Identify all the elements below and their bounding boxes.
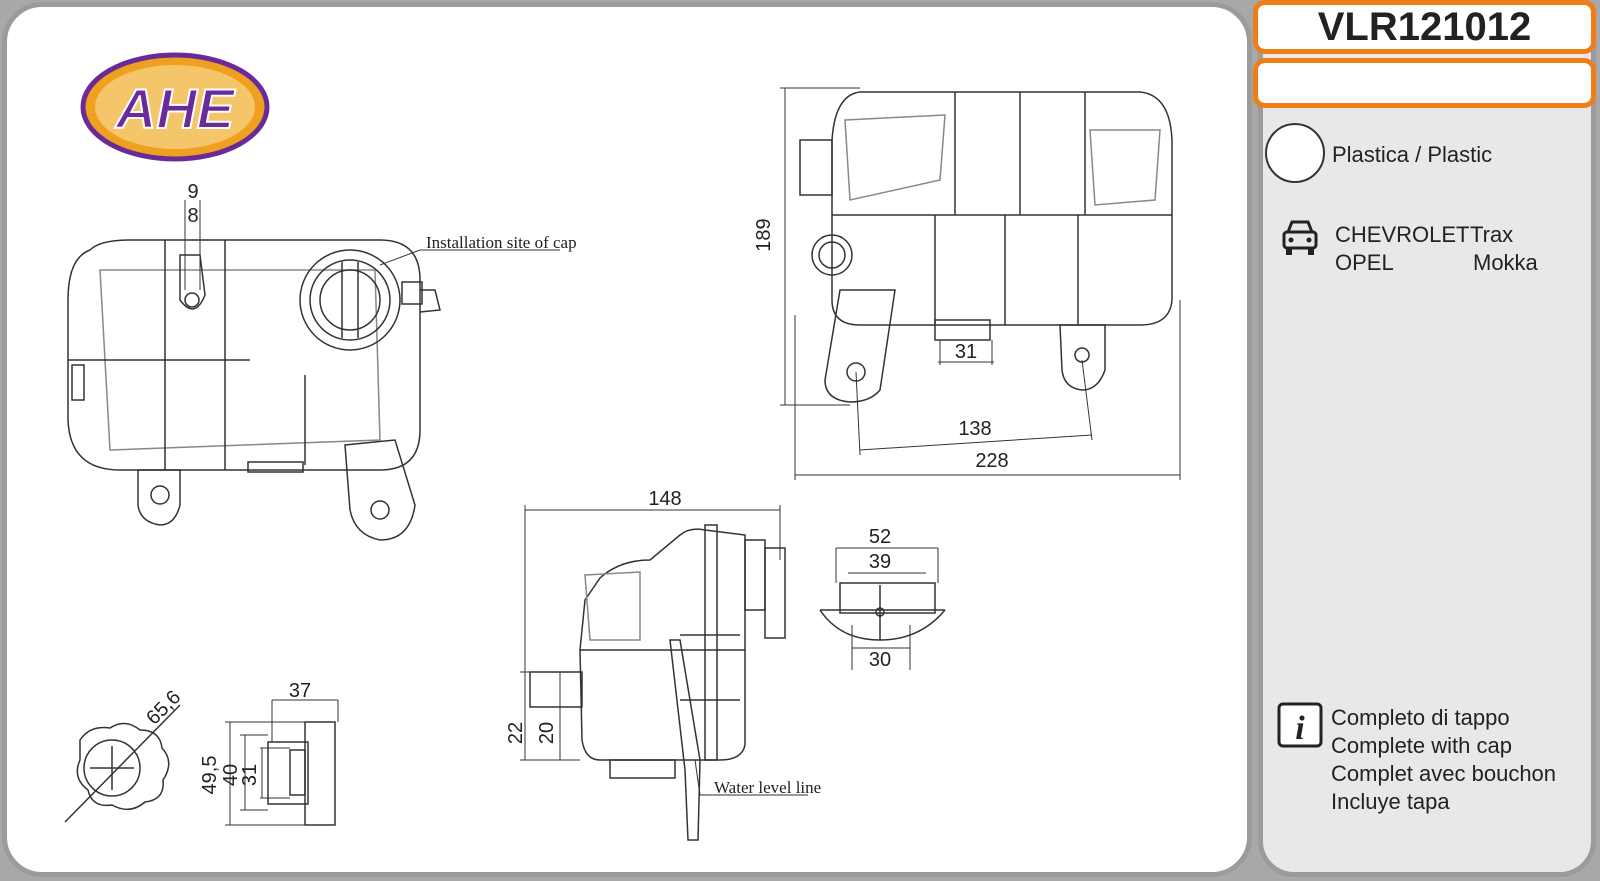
dim-49-5: 49,5 — [199, 756, 221, 795]
svg-text:i: i — [1295, 710, 1305, 747]
vehicle-model-2: Mokka — [1473, 250, 1538, 275]
info-line-1: Completo di tappo — [1331, 705, 1510, 730]
dim-22: 22 — [505, 722, 527, 744]
dim-8: 8 — [187, 205, 198, 227]
front-view-tank — [529, 524, 786, 841]
dim-30: 30 — [869, 649, 891, 671]
ahe-logo: AHE — [80, 52, 270, 162]
material-label: Plastica / Plastic — [1332, 142, 1493, 167]
cap-site-label: Installation site of cap — [426, 233, 577, 252]
dim-52: 52 — [869, 526, 891, 548]
dim-189: 189 — [753, 218, 775, 251]
info-line-3: Complet avec bouchon — [1331, 761, 1557, 786]
dim-138: 138 — [958, 418, 991, 440]
vehicle-make-2: OPEL — [1335, 250, 1394, 275]
neck-detail — [819, 582, 946, 641]
vehicle-model-1: Trax — [1470, 222, 1514, 247]
dim-228: 228 — [975, 450, 1008, 472]
dim-20: 20 — [536, 722, 558, 744]
top-view-dimensions — [184, 200, 560, 290]
cap-dimensions — [225, 699, 339, 826]
dim-9: 9 — [187, 181, 198, 203]
cap-top-view — [64, 704, 181, 823]
dim-37: 37 — [289, 680, 311, 702]
dim-31-side: 31 — [955, 341, 977, 363]
product-code-box: VLR121012 — [1253, 0, 1596, 54]
dim-65-6: 65,6 — [142, 686, 185, 729]
info-line-4: Incluye tapa — [1331, 789, 1450, 814]
vehicle-make-1: CHEVROLET — [1335, 222, 1470, 247]
top-view-tank — [67, 239, 441, 541]
product-code: VLR121012 — [1317, 5, 1532, 49]
material-circle-icon — [1265, 123, 1325, 183]
info-line-2: Complete with cap — [1331, 733, 1512, 758]
logo-text: AHE — [114, 77, 236, 140]
water-level-label: Water level line — [714, 778, 821, 797]
side-view-tank — [799, 91, 1173, 403]
side-view-dimensions — [780, 87, 1181, 480]
front-view-dimensions — [520, 505, 808, 796]
info-icon: i — [1277, 702, 1323, 748]
dim-39: 39 — [869, 551, 891, 573]
dim-148: 148 — [648, 488, 681, 510]
cap-side-view — [267, 721, 336, 826]
dim-31-cap: 31 — [239, 764, 261, 786]
secondary-code-box — [1253, 58, 1596, 108]
neck-dimensions — [835, 547, 939, 670]
car-icon — [1282, 220, 1318, 255]
dim-40: 40 — [220, 764, 242, 786]
technical-drawing: AHE 9 8 Installation site of cap — [64, 52, 1181, 841]
